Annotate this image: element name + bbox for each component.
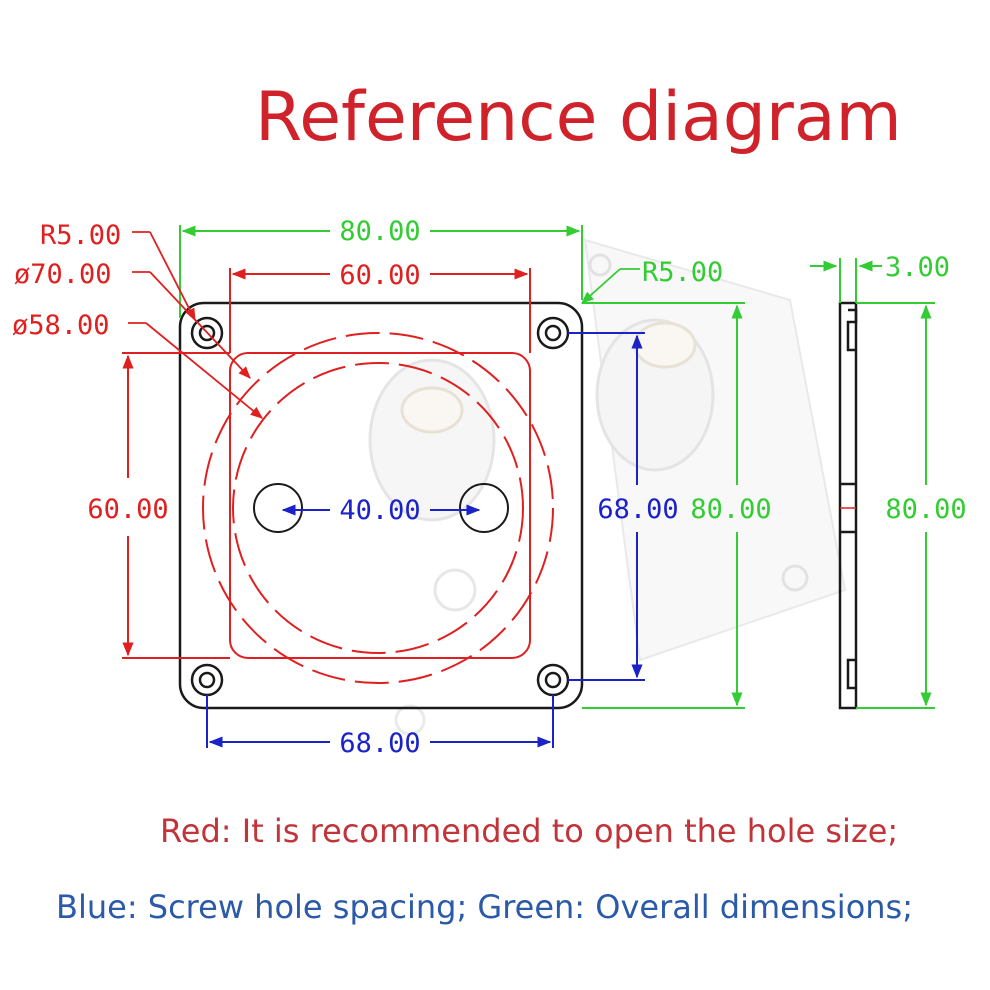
callout-corner-radius-right: R5.00: [642, 257, 723, 288]
dim-overall-height-label: 80.00: [690, 494, 771, 525]
port-hole-left: [253, 483, 303, 533]
dim-port-spacing-label: 40.00: [339, 495, 420, 526]
circle-58: [232, 362, 524, 654]
dim-screw-spacing-horizontal: [206, 695, 554, 748]
dim-recommended-height-label: 60.00: [87, 494, 168, 525]
plate-outline: [178, 301, 584, 710]
callout-corner-radius-left: R5.00: [40, 220, 121, 251]
dim-recommended-width-label: 60.00: [339, 260, 420, 291]
page-title: Reference diagram: [255, 78, 902, 157]
callout-leaders: [128, 231, 263, 419]
port-hole-right: [459, 483, 509, 533]
background-product-photo: [368, 238, 847, 736]
dim-screw-spacing-horizontal-label: 68.00: [339, 728, 420, 759]
dim-overall-width-label: 80.00: [339, 216, 420, 247]
dim-screw-spacing-vertical: [568, 332, 645, 681]
circle-70: [202, 332, 554, 684]
dim-overall-width: [179, 225, 583, 318]
callout-corner-radius-right-leader: [581, 268, 640, 304]
callout-circle-inner: ø58.00: [12, 310, 110, 341]
legend-blue-green: Blue: Screw hole spacing; Green: Overall…: [56, 888, 913, 926]
dim-side-height-label: 80.00: [885, 494, 966, 525]
callout-circle-outer: ø70.00: [14, 259, 112, 290]
dim-overall-height: [582, 302, 745, 709]
dim-screw-spacing-vertical-label: 68.00: [597, 494, 678, 525]
dim-recommended-width: [229, 268, 531, 353]
side-view: [838, 301, 858, 710]
legend-red: Red: It is recommended to open the hole …: [160, 812, 899, 850]
dim-side-thickness: [810, 258, 882, 303]
dim-side-height: [856, 302, 935, 709]
dim-side-thickness-label: 3.00: [885, 252, 950, 283]
recommended-cutout-square: [229, 352, 531, 659]
dim-recommended-height: [122, 352, 230, 659]
